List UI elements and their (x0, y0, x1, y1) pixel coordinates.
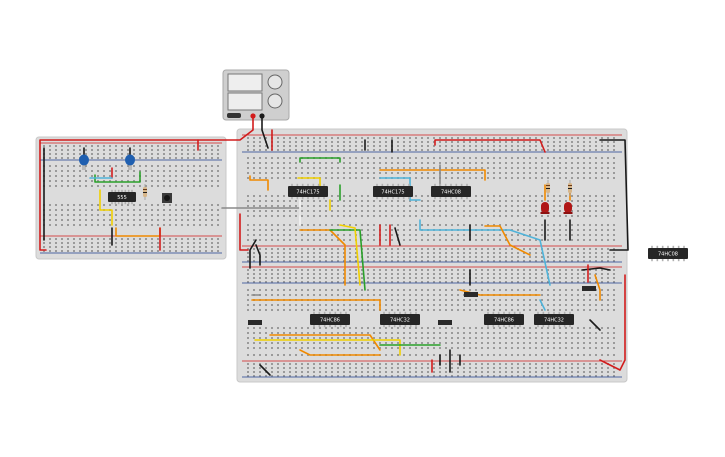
chip-label: 74HC86 (320, 318, 340, 324)
wire[interactable] (299, 229, 346, 286)
chip-label: 74HC08 (658, 252, 678, 258)
chip-u2[interactable]: 74HC175 (288, 183, 328, 200)
wire[interactable] (599, 274, 626, 371)
wire[interactable] (239, 213, 249, 251)
wire[interactable] (339, 224, 361, 286)
wire[interactable] (419, 219, 551, 286)
small-component[interactable] (464, 292, 478, 297)
wire[interactable] (539, 299, 546, 311)
pushbutton[interactable] (162, 193, 172, 203)
wire[interactable] (269, 334, 381, 351)
wire[interactable] (39, 115, 254, 251)
chip-label: 555 (117, 195, 127, 201)
wire[interactable] (261, 115, 269, 149)
wire[interactable] (259, 364, 271, 376)
wire[interactable] (599, 139, 629, 251)
wire[interactable] (249, 239, 257, 269)
wire[interactable] (99, 189, 113, 226)
breadboard-main[interactable] (236, 128, 628, 383)
wire[interactable] (249, 175, 269, 191)
wire[interactable] (379, 169, 486, 181)
chip-label: 74HC175 (296, 190, 319, 196)
led[interactable] (540, 202, 550, 214)
led[interactable] (563, 202, 573, 214)
wire[interactable] (329, 229, 366, 291)
chip-u5[interactable]: 74HC86 (310, 311, 350, 328)
resistor[interactable] (143, 184, 147, 200)
wire[interactable] (434, 139, 546, 153)
wire[interactable] (251, 299, 381, 311)
parts (79, 154, 596, 325)
chip-label: 74HC86 (494, 318, 514, 324)
wire[interactable] (459, 289, 541, 296)
capacitor[interactable] (79, 154, 89, 171)
chip-label: 74HC08 (441, 190, 461, 196)
wire[interactable] (255, 244, 261, 266)
capacitor[interactable] (125, 154, 135, 171)
wire[interactable] (589, 319, 601, 331)
chip-u9[interactable]: 74HC08 (648, 245, 688, 262)
chip-label: 74HC32 (544, 318, 564, 324)
chip-label: 74HC32 (390, 318, 410, 324)
wire[interactable] (594, 274, 601, 301)
wire[interactable] (254, 339, 401, 356)
small-component[interactable] (248, 320, 262, 325)
chip-u3[interactable]: 74HC175 (373, 183, 413, 200)
wire[interactable] (299, 349, 381, 356)
chip-u6[interactable]: 74HC32 (380, 311, 420, 328)
power-supply[interactable] (222, 69, 290, 121)
small-component[interactable] (582, 286, 596, 291)
chips: 555 74HC175 74HC175 74HC08 74HC86 74HC32 74HC8… (108, 183, 688, 328)
chip-u8[interactable]: 74HC32 (534, 311, 574, 328)
wires (39, 115, 629, 376)
chip-u7[interactable]: 74HC86 (484, 311, 524, 328)
wire[interactable] (299, 157, 341, 163)
wire[interactable] (394, 227, 401, 246)
small-component[interactable] (438, 320, 452, 325)
chip-label: 74HC175 (381, 190, 404, 196)
wire[interactable] (484, 225, 531, 256)
chip-u4[interactable]: 74HC08 (431, 183, 471, 200)
chip-u1[interactable]: 555 (108, 189, 136, 205)
resistor[interactable] (546, 180, 550, 196)
resistor[interactable] (568, 180, 572, 196)
